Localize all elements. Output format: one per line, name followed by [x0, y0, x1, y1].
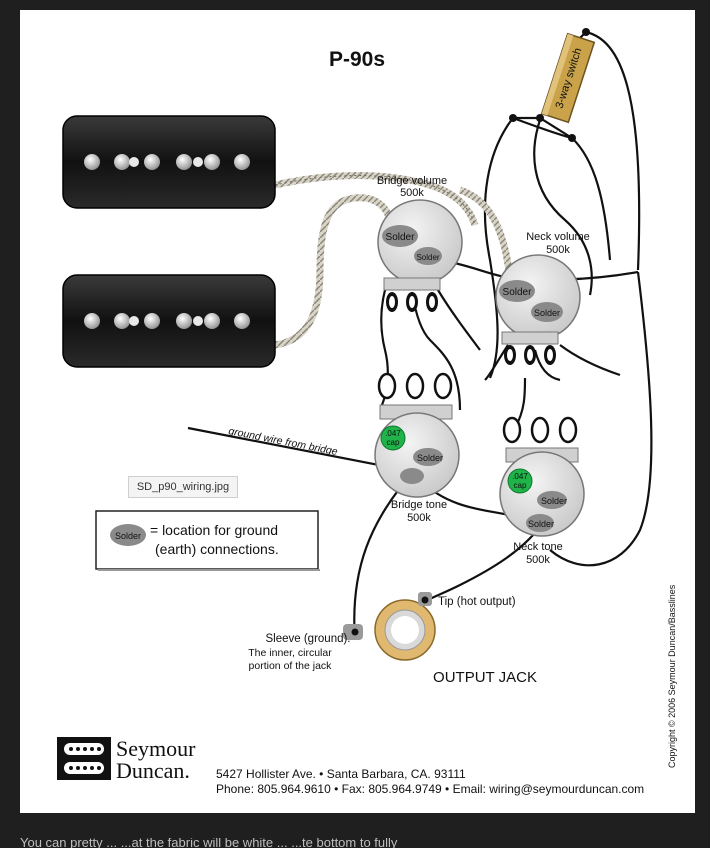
output-jack-label: OUTPUT JACK [433, 669, 537, 686]
svg-text:Solder: Solder [541, 496, 567, 506]
solder-point [413, 448, 443, 466]
brand-line2: Duncan. [116, 758, 190, 783]
solder-point [414, 247, 442, 265]
svg-text:Solder: Solder [503, 287, 533, 298]
svg-text:Solder: Solder [417, 453, 443, 463]
legend-line1: = location for ground [150, 522, 278, 538]
bridge-volume-value: 500k [400, 187, 424, 199]
svg-text:Solder: Solder [386, 232, 416, 243]
brand-line1: Seymour [116, 736, 196, 761]
switch-junctions [509, 28, 590, 142]
svg-text:cap: cap [514, 481, 527, 490]
svg-text:Solder: Solder [115, 531, 141, 541]
wiring-diagram: P-90s [20, 10, 695, 813]
contact: Phone: 805.964.9610 • Fax: 805.964.9749 … [216, 782, 644, 796]
tip-label: Tip (hot output) [438, 596, 516, 608]
neck-tone-value: 500k [526, 554, 550, 566]
svg-text:cap: cap [387, 438, 400, 447]
sleeve-label-3: portion of the jack [249, 660, 333, 672]
neck-pickup-polepieces [84, 154, 250, 170]
address: 5427 Hollister Ave. • Santa Barbara, CA.… [216, 767, 466, 781]
solder-point [499, 280, 535, 302]
legend: Solder = location for ground (earth) con… [95, 510, 320, 571]
neck-volume-label: Neck volume [526, 231, 590, 243]
caption-text: You can pretty ... ...at the fabric will… [20, 838, 398, 848]
svg-text:Solder: Solder [528, 519, 554, 529]
copyright: Copyright © 2006 Seymour Duncan/Bassline… [667, 584, 677, 768]
ground-wire-label: ground wire from bridge [227, 425, 338, 458]
sleeve-label-2: The inner, circular [248, 647, 332, 659]
neck-pickup [62, 115, 276, 209]
solder-point [531, 302, 563, 322]
svg-text:.047: .047 [385, 429, 401, 438]
bridge-pickup [62, 274, 276, 368]
neck-tone-pot: .047 cap Solder Solder [499, 416, 585, 537]
bridge-volume-pot: Solder Solder [377, 199, 463, 312]
neck-volume-value: 500k [546, 244, 570, 256]
solder-point [400, 468, 424, 484]
bridge-pickup-polepieces [84, 313, 250, 329]
bridge-tone-pot: .047 cap Solder [374, 372, 460, 498]
solder-point [537, 491, 567, 509]
svg-text:.047: .047 [512, 472, 528, 481]
solder-point [382, 225, 418, 247]
svg-text:Solder: Solder [534, 308, 560, 318]
solder-point [526, 514, 554, 532]
output-jack [343, 592, 436, 661]
filename-tooltip: SD_p90_wiring.jpg [128, 476, 238, 498]
diagram-title: P-90s [329, 48, 385, 71]
neck-volume-pot: Solder Solder [495, 254, 581, 365]
three-way-switch: 3-way switch [540, 32, 596, 124]
neck-tone-label: Neck tone [513, 541, 563, 553]
solder-swatch [110, 524, 146, 546]
bridge-volume-label: Bridge volume [377, 175, 447, 187]
svg-text:Solder: Solder [416, 253, 439, 262]
seymour-duncan-logo [57, 737, 111, 780]
caption-strip: You can pretty ... ...at the fabric will… [20, 838, 695, 848]
capacitor [380, 425, 406, 451]
capacitor [507, 468, 533, 494]
legend-line2: (earth) connections. [155, 541, 279, 557]
bridge-tone-value: 500k [407, 512, 431, 524]
wiring-diagram-svg: P-90s [57, 28, 677, 796]
sleeve-label-1: Sleeve (ground). [265, 633, 350, 645]
bridge-tone-label: Bridge tone [391, 499, 447, 511]
